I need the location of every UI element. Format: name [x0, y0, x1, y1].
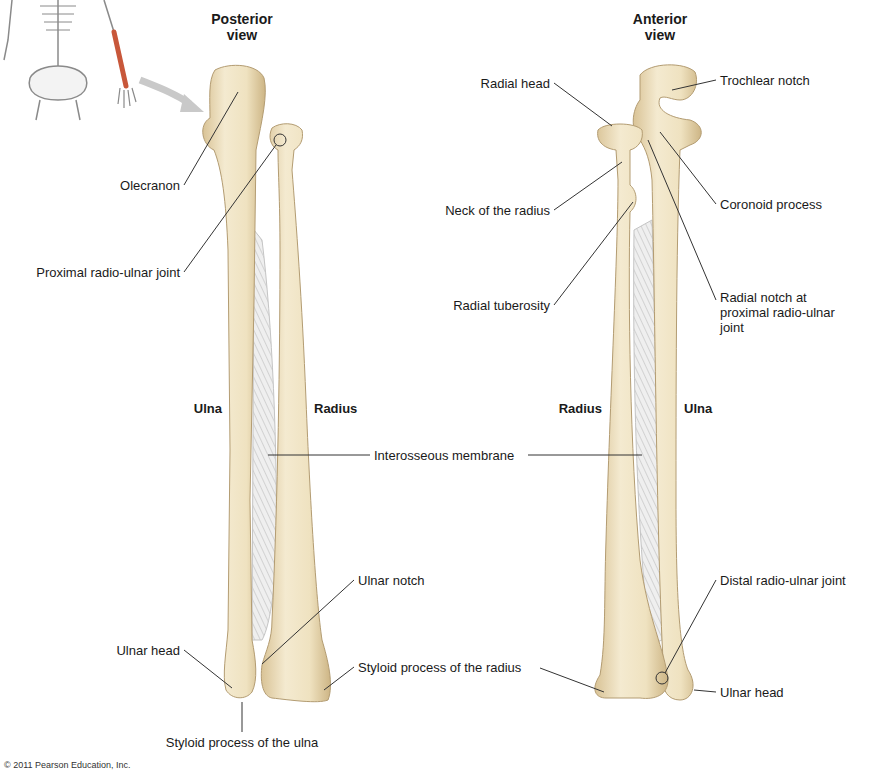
leader-lines	[184, 80, 716, 732]
leader-line	[324, 667, 354, 690]
joint-marker	[656, 672, 668, 684]
part-label: Styloid process of the ulna	[166, 735, 318, 750]
bone-label: Radius	[314, 401, 357, 416]
leader-line	[648, 140, 716, 300]
leader-line	[184, 650, 232, 688]
part-label: Radial tuberosity	[453, 298, 550, 313]
leader-line	[540, 668, 604, 692]
part-label: Ulnar notch	[358, 573, 424, 588]
part-label: Radial head	[481, 76, 550, 91]
view-heading: Anterior view	[620, 11, 700, 43]
leader-line	[665, 580, 716, 673]
bone-label: Radius	[559, 401, 602, 416]
part-label: Ulnar head	[720, 685, 784, 700]
leader-line	[184, 92, 238, 185]
leader-line	[554, 202, 633, 305]
part-label: Styloid process of the radius	[358, 660, 521, 675]
radius-bone	[595, 124, 668, 698]
pointer-arrow-head	[180, 94, 204, 112]
part-label: Radial notch at proximal radio-ulnar joi…	[720, 290, 845, 335]
leader-line	[268, 455, 370, 456]
part-label: Proximal radio-ulnar joint	[36, 265, 180, 280]
part-label: Ulnar head	[116, 643, 180, 658]
bone-label: Ulna	[194, 401, 222, 416]
ulna-bone	[203, 65, 266, 697]
leader-line	[660, 132, 716, 204]
pointer-arrow	[140, 80, 190, 104]
leader-line	[672, 80, 716, 90]
locator-skeleton	[4, 0, 114, 120]
part-label: Trochlear notch	[720, 73, 810, 88]
part-label: Distal radio-ulnar joint	[720, 573, 846, 588]
leader-line	[242, 702, 243, 732]
leader-line	[694, 690, 716, 692]
leader-line	[528, 455, 642, 456]
leader-line	[554, 162, 622, 210]
leader-line	[554, 83, 612, 126]
part-label: Interosseous membrane	[374, 448, 514, 463]
bone-label: Ulna	[684, 401, 712, 416]
part-label: Coronoid process	[720, 197, 822, 212]
part-label: Neck of the radius	[445, 203, 550, 218]
highlighted-forearm	[114, 32, 126, 86]
part-label: Olecranon	[120, 178, 180, 193]
copyright-note: © 2011 Pearson Education, Inc.	[4, 760, 131, 771]
leader-line	[262, 580, 354, 664]
locator-hand	[118, 88, 136, 108]
leader-line	[184, 145, 276, 272]
view-heading: Posterior view	[202, 11, 282, 43]
membrane	[252, 230, 276, 640]
joint-marker	[274, 134, 286, 146]
